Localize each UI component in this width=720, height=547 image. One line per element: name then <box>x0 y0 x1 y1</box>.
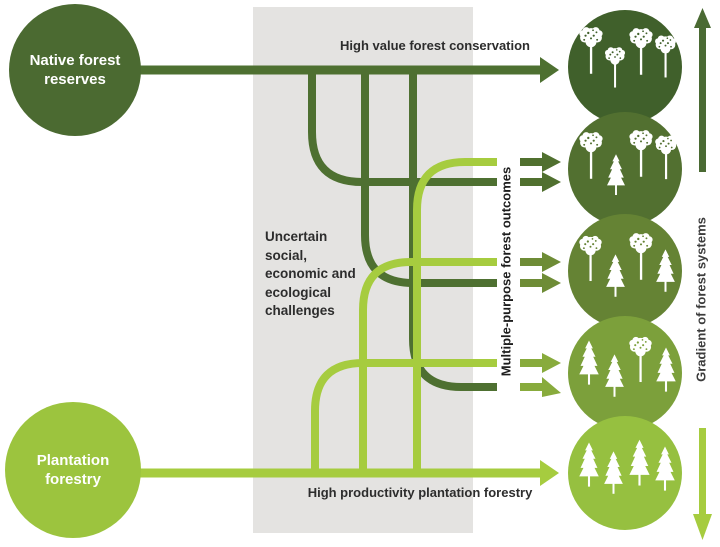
conifer-tree-icon <box>576 334 602 390</box>
multiple-purpose-outcomes-label: Multiple-purpose forest outcomes <box>498 166 514 377</box>
conifer-tree-icon <box>602 350 627 400</box>
uncertainty-line: challenges <box>265 303 335 318</box>
axis-down-arrow-shaft <box>699 428 706 516</box>
native-forest-reserves-node: Native forest reserves <box>9 4 141 136</box>
gradient-axis <box>693 8 712 540</box>
broadleaf-tree-icon <box>626 226 656 286</box>
conifer-tree-icon <box>652 440 678 496</box>
conifer-tree-icon <box>653 342 679 396</box>
plantation-node-label-line: Plantation <box>36 452 110 469</box>
uncertainty-line: Uncertain <box>265 229 328 244</box>
native-node-label-line: reserves <box>44 71 106 88</box>
plantation-node-label-line: forestry <box>45 471 101 488</box>
broadleaf-tree-icon <box>626 330 655 388</box>
conifer-tree-icon <box>603 250 628 300</box>
outcome-circle-multi-2 <box>568 214 682 328</box>
top-path-label: High value forest conservation <box>340 38 530 53</box>
arrow-into-outcome2-bottom-icon <box>520 273 561 293</box>
gradient-axis-label: Gradient of forest systems <box>693 217 709 382</box>
arrow-into-outcome2-top-icon <box>520 252 561 272</box>
plantation-branch-to-outcome-2 <box>359 258 497 473</box>
axis-up-arrow-head-icon <box>694 8 711 28</box>
plantation-forestry-node: Plantation forestry <box>5 402 141 538</box>
uncertainty-line: ecological <box>265 284 332 300</box>
native-branch-to-outcome-3 <box>409 70 497 391</box>
uncertainty-line: social, <box>265 247 308 263</box>
broadleaf-tree-icon <box>602 44 628 90</box>
plantation-main-arrowhead-icon <box>540 460 559 486</box>
uncertainty-label: Uncertain social, economic and ecologica… <box>265 228 356 321</box>
conifer-tree-icon <box>626 432 653 492</box>
plantation-branch-lines <box>311 158 497 473</box>
arrow-into-outcome3-top-icon <box>520 353 561 373</box>
outcome-circle-plantation <box>568 416 682 530</box>
conifer-tree-icon <box>604 150 628 198</box>
outcome-circle-multi-3 <box>568 316 682 430</box>
broadleaf-tree-icon <box>652 30 679 82</box>
conifer-tree-icon <box>653 244 678 296</box>
broadleaf-tree-icon <box>576 230 605 286</box>
axis-up-arrow-shaft <box>699 26 706 172</box>
arrow-into-outcome1-top-icon <box>520 152 561 172</box>
plantation-branch-to-outcome-3 <box>311 359 497 473</box>
conifer-tree-icon <box>601 446 626 498</box>
broadleaf-tree-icon <box>576 126 606 184</box>
conifer-tree-icon <box>576 436 602 492</box>
native-node-label-line: Native forest <box>29 52 121 69</box>
bottom-path-label: High productivity plantation forestry <box>307 485 533 500</box>
native-branch-to-outcome-1 <box>308 70 497 186</box>
plantation-branch-to-outcome-1 <box>413 158 497 473</box>
arrow-into-outcome3-bottom-icon <box>520 377 561 397</box>
arrow-into-outcome1-bottom-icon <box>520 172 561 192</box>
outcome-circle-multi-1 <box>568 112 682 226</box>
uncertainty-line: economic and <box>265 266 356 281</box>
outcome-circle-conservation <box>568 10 682 124</box>
outcome-arrows <box>520 152 561 397</box>
broadleaf-tree-icon <box>652 130 680 184</box>
native-main-arrowhead-icon <box>540 57 559 83</box>
axis-down-arrow-head-icon <box>693 514 712 540</box>
